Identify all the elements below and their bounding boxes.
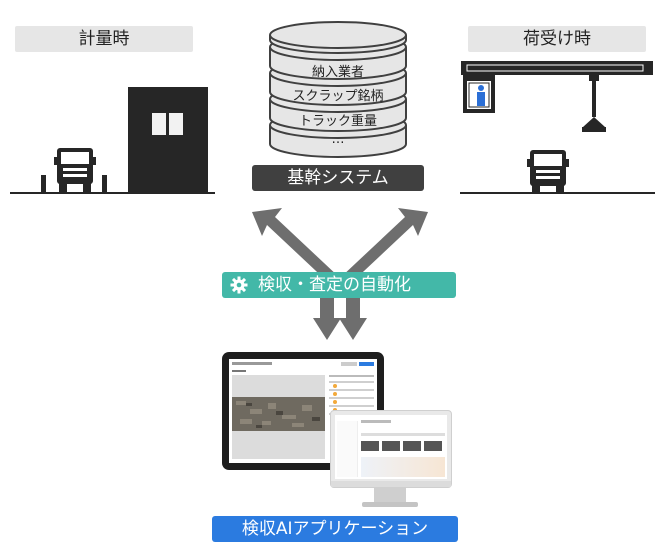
scrap-photo <box>232 397 325 431</box>
data-flow-arrows <box>252 208 428 340</box>
arrow-to-right-scene <box>340 208 428 286</box>
db-row-truck-weight: トラック重量 <box>298 114 377 129</box>
crane-cabin <box>463 75 495 113</box>
weighing-label: 計量時 <box>15 26 193 52</box>
desktop-monitor <box>330 410 452 488</box>
arrow-down-left <box>313 286 341 340</box>
ground-line <box>460 192 655 194</box>
truck-icon <box>54 148 96 193</box>
db-row-more: … <box>331 132 345 147</box>
arrow-down-right <box>339 286 367 340</box>
monitor-stand <box>374 487 406 503</box>
weighbridge-building <box>128 87 208 193</box>
receiving-label: 荷受け時 <box>468 26 646 52</box>
monitor-base <box>362 502 418 507</box>
db-row-scrap-grade: スクラップ銘柄 <box>292 89 384 104</box>
arrow-to-left-scene <box>252 208 340 286</box>
database-cylinder: 納入業者 スクラップ銘柄 トラック重量 … <box>268 20 408 160</box>
automation-text: 検収・査定の自動化 <box>258 275 411 295</box>
weighing-scene <box>10 87 215 194</box>
core-system-label: 基幹システム <box>252 165 424 191</box>
app-label: 検収AIアプリケーション <box>212 516 458 542</box>
crane-beam <box>461 61 653 75</box>
automation-label: 検収・査定の自動化 <box>222 272 456 298</box>
crane-hook-icon <box>582 75 606 132</box>
gear-icon <box>230 276 248 302</box>
truck-icon <box>527 150 569 194</box>
receiving-scene <box>460 61 655 194</box>
ground-line <box>10 192 215 194</box>
database-icon <box>269 21 407 158</box>
db-row-supplier: 納入業者 <box>311 65 364 80</box>
monitor-screen <box>335 415 447 479</box>
